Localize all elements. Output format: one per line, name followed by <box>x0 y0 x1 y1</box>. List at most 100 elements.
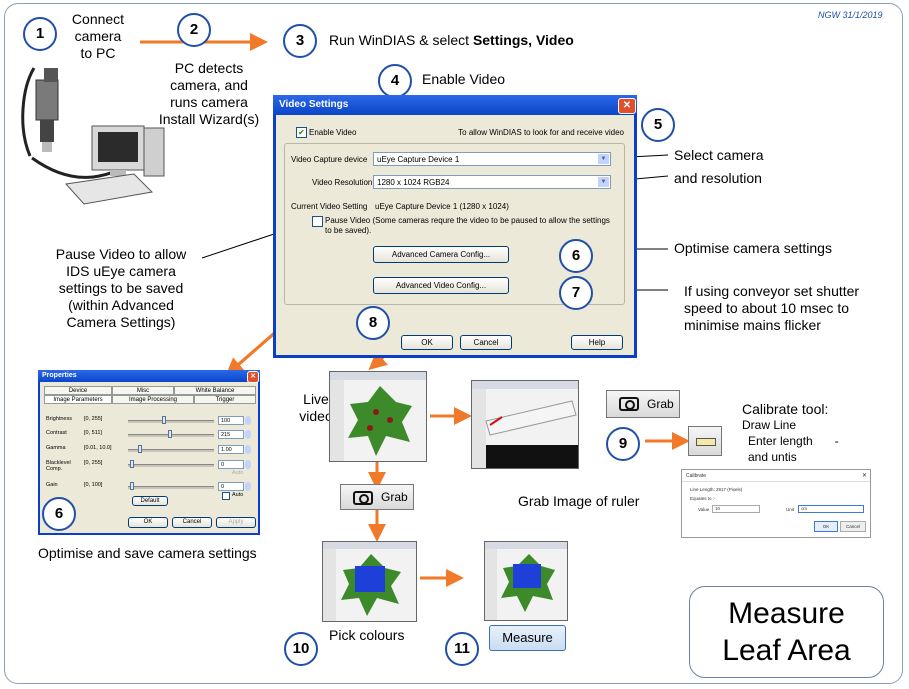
ok-button[interactable]: OK <box>401 335 453 350</box>
calibrate-title: Calibrate <box>686 473 707 479</box>
tab-misc[interactable]: Misc <box>112 386 174 395</box>
default-button[interactable]: Default <box>132 496 168 506</box>
resolution-label: Video Resolution <box>312 178 373 187</box>
brightness-slider[interactable] <box>162 416 166 424</box>
and-resolution-text: and resolution <box>674 170 762 186</box>
step-6-text: Optimise camera settings <box>674 240 832 256</box>
computer-camera-illustration <box>21 67 165 205</box>
pause-video-checkbox[interactable] <box>312 216 323 227</box>
calibrate-text: Calibrate tool: Draw Line Enter length- … <box>742 401 839 464</box>
blacklevel-slider[interactable] <box>130 460 134 468</box>
video-settings-dialog: Video Settings ✕ ✔ Enable Video To allow… <box>273 95 637 358</box>
ok-button[interactable]: OK <box>814 521 838 532</box>
step-6-badge-properties: 6 <box>42 497 76 531</box>
contrast-slider[interactable] <box>168 430 172 438</box>
device-select[interactable]: uEye Capture Device 1▼ <box>373 152 611 166</box>
apply-button[interactable]: Apply <box>216 517 256 528</box>
spinner-icon[interactable] <box>245 416 251 425</box>
step-3-badge: 3 <box>283 24 317 58</box>
optimise-save-text: Optimise and save camera settings <box>38 545 257 561</box>
step-5-badge: 5 <box>641 108 675 142</box>
step-7-badge: 7 <box>559 276 593 310</box>
pick-colours-screenshot <box>322 541 417 622</box>
cancel-button[interactable]: Cancel <box>840 521 866 532</box>
step-10-badge: 10 <box>284 632 318 666</box>
value-input[interactable]: 10 <box>712 505 760 513</box>
tab-device[interactable]: Device <box>44 386 112 395</box>
live-video-screenshot <box>329 371 427 462</box>
camera-icon <box>353 491 373 505</box>
properties-dialog: Properties ✕ Device Misc White Balance I… <box>38 370 260 535</box>
cancel-button[interactable]: Cancel <box>172 517 212 528</box>
gain-row: Gain[0, 100] 0 Auto <box>46 482 256 500</box>
pause-video-label: Pause Video (Some cameras requre the vid… <box>325 216 610 235</box>
step-2-badge: 2 <box>177 13 211 47</box>
chevron-down-icon: ▼ <box>598 154 609 164</box>
spinner-icon[interactable] <box>245 460 251 469</box>
step-4-badge: 4 <box>378 64 412 98</box>
contrast-input[interactable]: 215 <box>218 430 244 439</box>
current-setting-value: uEye Capture Device 1 (1280 x 1024) <box>375 202 509 211</box>
step-8-badge: 8 <box>356 306 390 340</box>
contrast-row: Contrast[0, 511] 215 <box>46 430 256 442</box>
calibrate-tool-button[interactable] <box>688 426 722 456</box>
enable-video-hint: To allow WinDIAS to look for and receive… <box>458 128 624 137</box>
advanced-camera-config-button[interactable]: Advanced Camera Config... <box>373 246 509 263</box>
ruler-icon <box>696 438 716 446</box>
resolution-select[interactable]: 1280 x 1024 RGB24▼ <box>373 175 611 189</box>
unit-input[interactable]: cm <box>798 505 864 513</box>
ok-button[interactable]: OK <box>128 517 168 528</box>
measure-button[interactable]: Measure <box>489 625 566 651</box>
video-groupbox <box>284 143 625 305</box>
blacklevel-input[interactable]: 0 <box>218 460 244 469</box>
tab-white-balance[interactable]: White Balance <box>174 386 256 395</box>
blacklevel-row: Blacklevel Comp.[0, 255] 0 Auto <box>46 460 256 478</box>
grab-button-top[interactable]: Grab <box>606 390 680 418</box>
close-icon[interactable]: ✕ <box>247 371 259 383</box>
enable-video-checkbox[interactable]: ✔ <box>296 127 307 138</box>
close-icon[interactable]: ✕ <box>862 473 868 479</box>
value-label: Value <box>698 507 710 512</box>
camera-icon <box>619 397 639 411</box>
step-3-text: Run WinDIAS & select Settings, Video <box>329 32 574 48</box>
grab-ruler-text: Grab Image of ruler <box>518 493 640 509</box>
cancel-button[interactable]: Cancel <box>460 335 512 350</box>
tab-image-parameters[interactable]: Image Parameters <box>44 395 112 404</box>
gamma-input[interactable]: 1.00 <box>218 445 244 454</box>
enable-video-label: Enable Video <box>309 128 357 137</box>
properties-title: Properties <box>38 370 260 382</box>
close-icon[interactable]: ✕ <box>618 98 636 114</box>
device-label: Video Capture device <box>291 155 368 164</box>
gamma-slider[interactable] <box>138 445 142 453</box>
spinner-icon[interactable] <box>245 482 251 491</box>
advanced-video-config-button[interactable]: Advanced Video Config... <box>373 277 509 294</box>
blacklevel-auto[interactable]: Auto <box>232 470 244 476</box>
measure-screenshot <box>484 541 568 621</box>
video-settings-title: Video Settings <box>273 95 637 115</box>
gain-auto-checkbox[interactable] <box>222 492 230 500</box>
step-6-badge: 6 <box>559 239 593 273</box>
unit-label: Unit <box>786 507 795 512</box>
help-button[interactable]: Help <box>571 335 623 350</box>
line-length-text: Line Length: 2917 (Pixels) <box>690 487 743 492</box>
gain-slider[interactable] <box>130 482 134 490</box>
gain-input[interactable]: 0 <box>218 482 244 491</box>
spinner-icon[interactable] <box>245 445 251 454</box>
ruler-screenshot <box>471 380 579 469</box>
tab-image-processing[interactable]: Image Processing <box>112 395 194 404</box>
brightness-input[interactable]: 100 <box>218 416 244 425</box>
pick-colours-text: Pick colours <box>329 627 405 643</box>
step-11-badge: 11 <box>445 632 479 666</box>
tab-trigger[interactable]: Trigger <box>194 395 256 404</box>
step-4-text: Enable Video <box>422 71 506 87</box>
gamma-row: Gamma[0.01, 10.0] 1.00 <box>46 445 256 457</box>
grab-button-bottom[interactable]: Grab <box>340 484 414 510</box>
spinner-icon[interactable] <box>245 430 251 439</box>
